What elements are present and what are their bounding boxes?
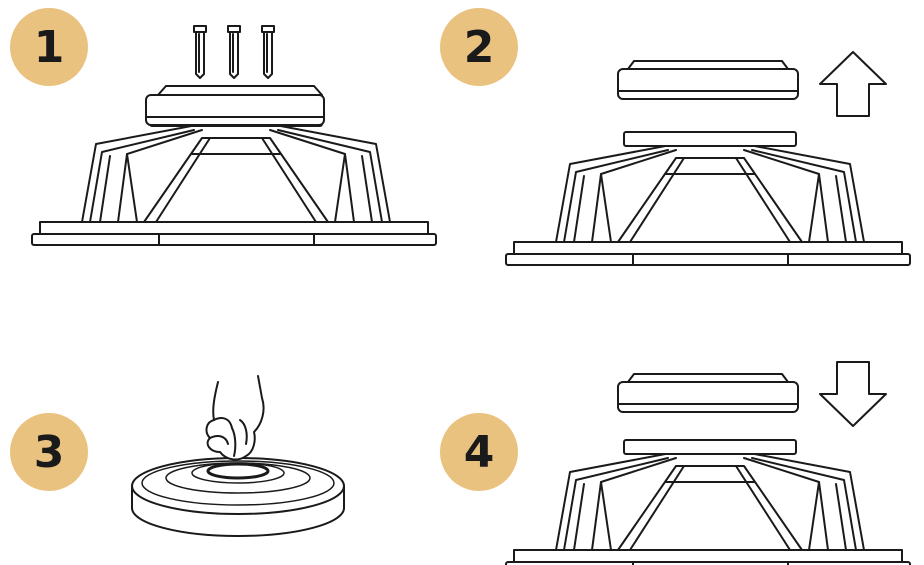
step-badge-3: 3 [10,413,88,491]
step-badge-4: 4 [440,413,518,491]
magnet-ring [132,458,344,536]
screw-icon [194,26,206,78]
step-number: 3 [34,427,65,478]
hand-icon [207,376,264,459]
step-4-illustration [506,362,910,565]
step-number: 4 [464,427,495,478]
step-2-illustration [506,52,910,265]
arrow-up-icon [820,52,886,116]
step-3-illustration [132,376,344,536]
magnet-on-frame [146,86,324,125]
step-number: 1 [34,22,65,73]
step-badge-2: 2 [440,8,518,86]
screw-icon [262,26,274,78]
step-1-illustration [32,26,436,245]
screw-icon [228,26,240,78]
step-number: 2 [464,22,495,73]
step-badge-1: 1 [10,8,88,86]
arrow-down-icon [820,362,886,426]
